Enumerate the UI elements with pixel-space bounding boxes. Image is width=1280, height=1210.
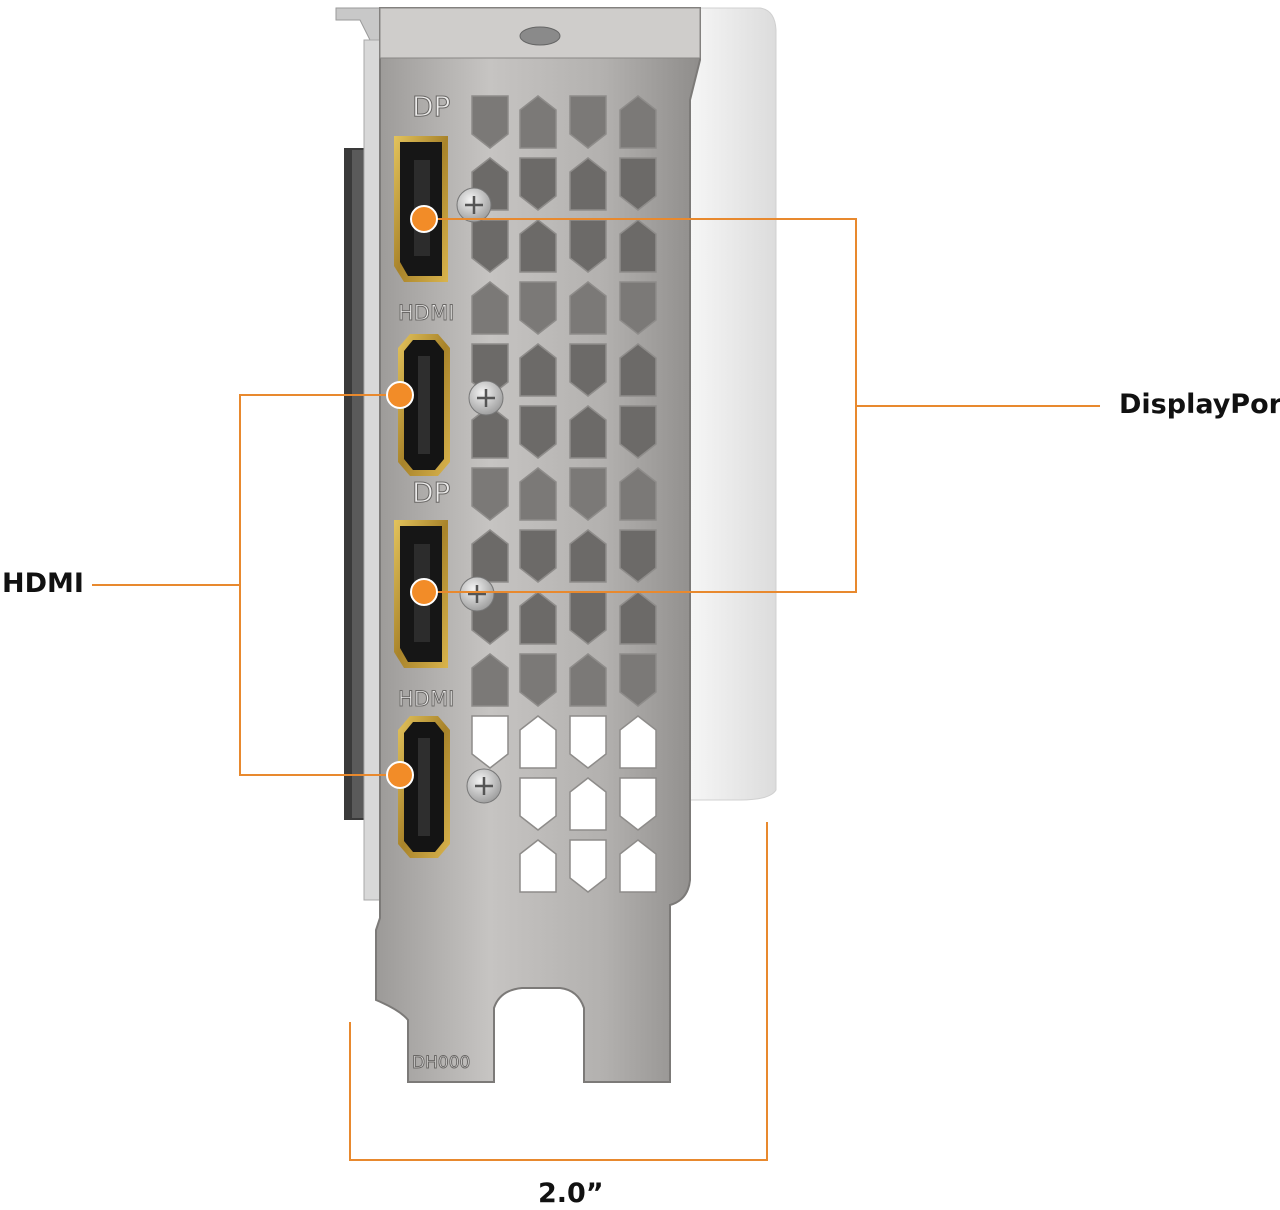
bracket-screws: [456, 187, 504, 804]
displayport-marker-dot: [410, 205, 438, 233]
vent-hole: [519, 467, 557, 521]
vent-hole: [519, 777, 557, 831]
width-dimension-line: [349, 822, 768, 1161]
vent-hole: [519, 95, 557, 149]
displayport-callout: [424, 218, 1100, 593]
vent-hole: [471, 95, 509, 149]
vent-hole: [471, 281, 509, 335]
vent-hole: [471, 529, 509, 583]
vent-hole: [471, 467, 509, 521]
vent-holes: [471, 95, 657, 893]
vent-hole: [619, 343, 657, 397]
vent-hole: [519, 591, 557, 645]
screw-icon: [456, 187, 492, 223]
bracket-part-code: DH000: [412, 1053, 470, 1073]
vent-hole: [569, 157, 607, 211]
screw-icon: [466, 768, 502, 804]
vent-hole: [519, 653, 557, 707]
vent-hole: [519, 281, 557, 335]
vent-hole: [619, 95, 657, 149]
vent-hole: [619, 653, 657, 707]
vent-hole: [619, 405, 657, 459]
vent-hole: [519, 529, 557, 583]
vent-hole: [619, 281, 657, 335]
vent-hole: [569, 777, 607, 831]
port-marking-dp-2: DP: [412, 476, 450, 509]
displayport-marker-dot: [410, 578, 438, 606]
screw-icon: [468, 380, 504, 416]
vent-hole: [569, 715, 607, 769]
vent-hole: [619, 839, 657, 893]
vent-hole: [569, 529, 607, 583]
vent-hole: [619, 157, 657, 211]
displayport-label: DisplayPort: [1119, 389, 1280, 420]
vent-hole: [569, 405, 607, 459]
card-body: [335, 7, 777, 901]
vent-hole: [519, 715, 557, 769]
hdmi-connector-1: [398, 334, 450, 476]
port-marking-hdmi-1: HDMI: [398, 301, 454, 325]
width-dimension-label: 2.0”: [538, 1178, 604, 1209]
hdmi-label: HDMI: [2, 568, 84, 599]
vent-hole: [519, 343, 557, 397]
vent-hole: [569, 467, 607, 521]
bracket-markings: DP HDMI DP HDMI DH000: [398, 90, 471, 1074]
callout-markers: [386, 205, 438, 789]
hdmi-marker-dot: [386, 761, 414, 789]
vent-hole: [619, 219, 657, 273]
vent-hole: [569, 653, 607, 707]
hdmi-marker-dot: [386, 381, 414, 409]
vent-hole: [569, 95, 607, 149]
vent-hole: [519, 839, 557, 893]
vent-hole: [619, 529, 657, 583]
vent-hole: [471, 715, 509, 769]
vent-hole: [619, 591, 657, 645]
vent-hole: [569, 839, 607, 893]
vent-hole: [619, 777, 657, 831]
vent-hole: [519, 405, 557, 459]
screw-icon: [459, 576, 495, 612]
vent-hole: [619, 467, 657, 521]
port-marking-hdmi-2: HDMI: [398, 687, 454, 711]
vent-hole: [619, 715, 657, 769]
vent-hole: [569, 281, 607, 335]
vent-hole: [519, 157, 557, 211]
hdmi-connector-2: [398, 716, 450, 858]
vent-hole: [471, 653, 509, 707]
hdmi-callout: [92, 394, 400, 776]
vent-hole: [569, 343, 607, 397]
vent-hole: [519, 219, 557, 273]
port-marking-dp-1: DP: [412, 90, 450, 123]
